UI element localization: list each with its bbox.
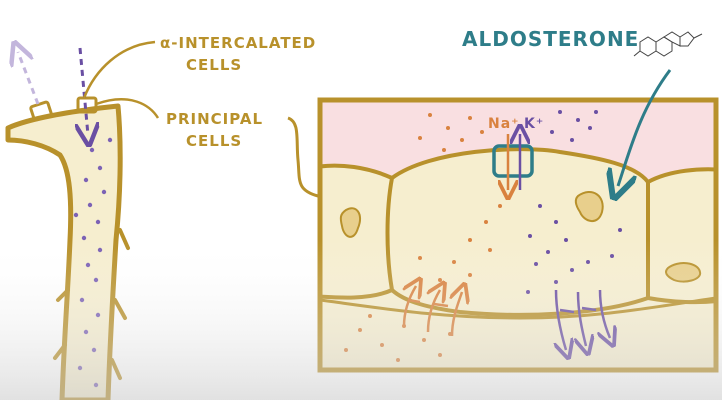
aldosterone-action-arrow: [618, 69, 672, 186]
alpha-intercalated-label-line1: α-INTERCALATED: [160, 34, 316, 52]
alpha-cell-box-right: [76, 96, 98, 114]
apical-channel-icon: [492, 144, 534, 178]
duct-purple-arrow: [80, 47, 88, 135]
alpha-cell-box-left: [29, 100, 53, 122]
bottom-fade-overlay: [0, 240, 722, 400]
principal-label-line1: PRINCIPAL: [166, 110, 263, 128]
nucleus-left: [339, 207, 362, 238]
alpha-cell-lavender-arrow: [18, 52, 40, 105]
alpha-intercalated-label-line2: CELLS: [186, 56, 242, 74]
sodium-label: Na⁺: [488, 116, 520, 132]
zoom-bracket: [287, 116, 319, 198]
potassium-label: K⁺: [524, 116, 544, 132]
alpha-label-leader: [82, 40, 156, 99]
nucleus-center: [574, 191, 604, 222]
principal-label-line2: CELLS: [186, 132, 242, 150]
principal-label-leader: [95, 98, 160, 119]
steroid-structure-icon: [633, 31, 703, 57]
aldosterone-label: ALDOSTERONE: [462, 27, 639, 51]
